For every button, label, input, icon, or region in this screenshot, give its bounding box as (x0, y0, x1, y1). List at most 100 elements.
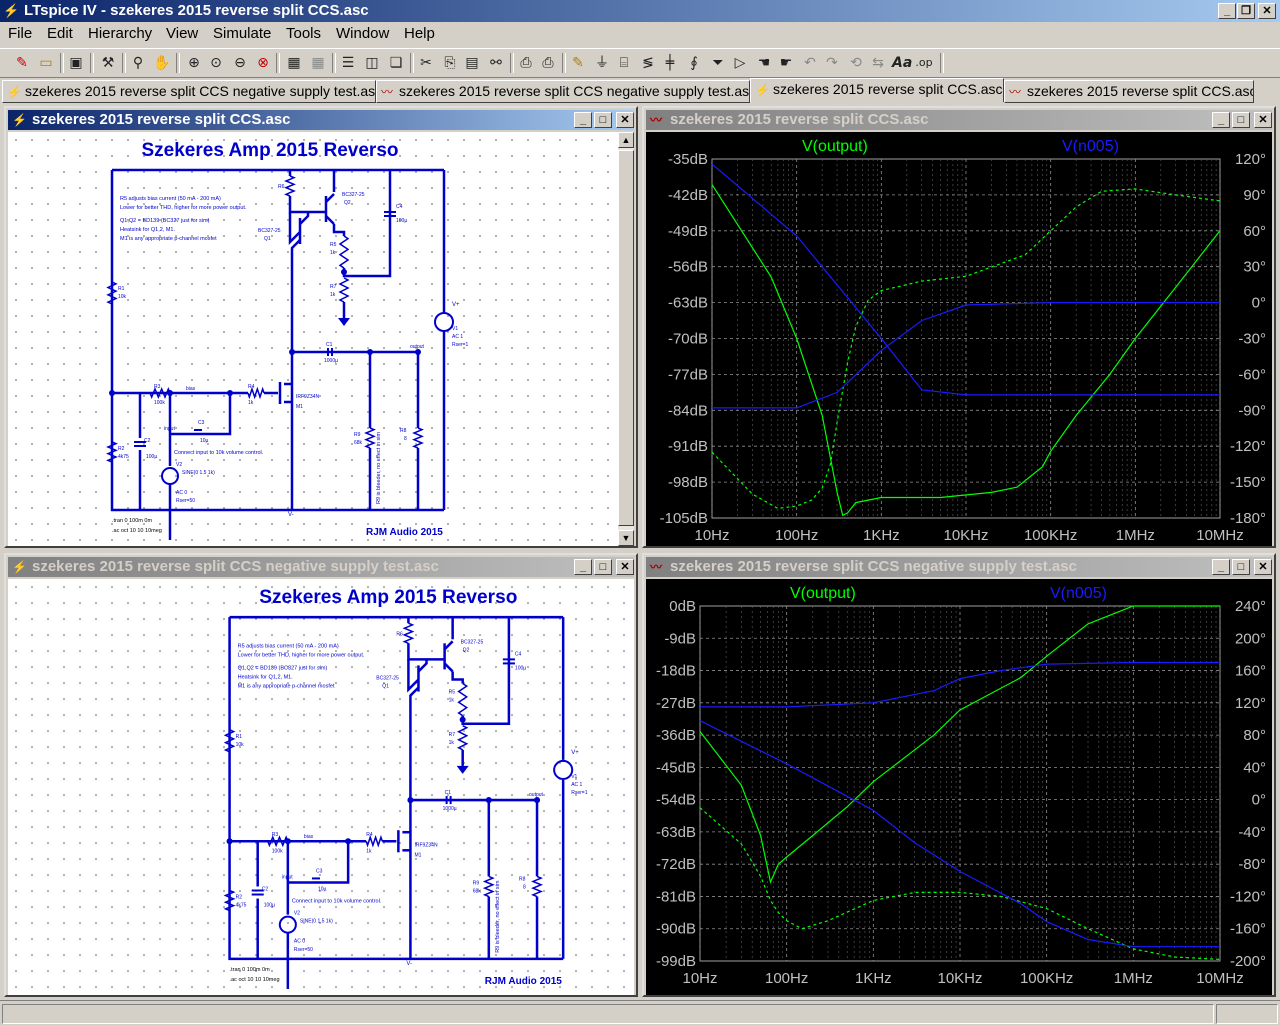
vertical-scrollbar[interactable]: ▲ ▼ (618, 132, 634, 546)
menu-file[interactable]: File (8, 25, 33, 42)
scroll-up-icon[interactable]: ▲ (618, 132, 634, 148)
scroll-down-icon[interactable]: ▼ (618, 530, 634, 546)
input-comment: Connect input to 10k volume control. (174, 450, 264, 456)
tab-neg-supply-waveform[interactable]: 〰szekeres 2015 reverse split CCS negativ… (376, 80, 750, 103)
net-label-bias: bias (186, 386, 196, 392)
label-v2-rser: Rser=50 (294, 947, 313, 953)
y-tick-label: -49dB (668, 223, 708, 240)
maximize-icon[interactable]: □ (594, 112, 612, 128)
label-v1-rser: Rser=1 (571, 790, 588, 796)
close-icon[interactable]: ✕ (1254, 559, 1272, 575)
label-q2-model: BC327-25 (461, 639, 484, 645)
maximize-icon[interactable]: □ (1232, 112, 1250, 128)
resistor-r7 (456, 725, 469, 751)
menu-edit[interactable]: Edit (47, 25, 73, 42)
y-tick-label: -72dB (656, 856, 696, 873)
drag-icon[interactable]: ☛ (779, 55, 793, 71)
zoom-in-icon[interactable]: ⊕ (188, 55, 200, 71)
menu-help[interactable]: Help (404, 25, 435, 42)
inductor-icon[interactable]: ∮ (690, 55, 698, 71)
spice-directive-icon[interactable]: .op (915, 56, 933, 69)
menu-window[interactable]: Window (336, 25, 390, 42)
y2-tick-label: 200° (1235, 630, 1266, 647)
paste-icon[interactable]: ▤ (465, 55, 479, 71)
minimize-icon[interactable]: _ (1212, 559, 1230, 575)
junction-dot (289, 349, 295, 355)
cut-icon[interactable]: ✂ (420, 55, 432, 71)
resistor-r4 (365, 834, 384, 848)
autorange-icon[interactable]: ▦ (287, 55, 301, 71)
zoom-out-icon[interactable]: ⊖ (234, 55, 246, 71)
text-icon[interactable]: Aa (892, 55, 913, 71)
component-icon[interactable]: ▷ (734, 55, 746, 71)
diode-icon[interactable]: ⏷ (712, 55, 724, 71)
minimize-icon[interactable]: _ (574, 559, 592, 575)
scroll-thumb[interactable] (618, 150, 634, 526)
move-icon[interactable]: ☚ (757, 55, 771, 71)
open-icon[interactable]: ▭ (39, 55, 53, 71)
y-tick-label: -70dB (668, 331, 708, 348)
tab-ccs-waveform[interactable]: 〰szekeres 2015 reverse split CCS.asc (1004, 80, 1254, 103)
capacitor-icon[interactable]: ╪ (665, 55, 675, 71)
y-tick-label: -77dB (668, 366, 708, 383)
schematic-note: Q1,Q2 = BD139 (BC327 just for sim) (238, 665, 328, 671)
close-icon[interactable]: ✕ (1254, 112, 1272, 128)
window-titlebar: 〰 szekeres 2015 reverse split CCS negati… (646, 557, 1272, 577)
trace-label-output: V(output) (790, 585, 856, 602)
tile-horizontal-icon[interactable]: ☰ (341, 55, 355, 71)
label-r9: R9 (473, 880, 480, 886)
maximize-icon[interactable]: □ (1232, 559, 1250, 575)
undo-icon[interactable]: ↶ (804, 55, 816, 71)
menu-view[interactable]: View (166, 25, 199, 42)
x-tick-label: 10Hz (682, 970, 717, 987)
minimize-icon[interactable]: _ (1218, 3, 1236, 19)
print-icon[interactable]: ⎙ (542, 55, 554, 71)
mirror-icon[interactable]: ⇆ (872, 55, 884, 71)
maximize-icon[interactable]: □ (594, 559, 612, 575)
rotate-icon[interactable]: ⟲ (850, 55, 862, 71)
y2-tick-label: 240° (1235, 598, 1266, 615)
tile-vertical-icon[interactable]: ◫ (365, 55, 379, 71)
y-tick-label: -35dB (668, 151, 708, 168)
close-icon[interactable]: ✕ (616, 559, 634, 575)
copy-icon[interactable]: ⎘ (444, 55, 456, 71)
halt-icon[interactable]: ✋ (153, 55, 171, 71)
junction-dot (407, 797, 414, 804)
close-icon[interactable]: ✕ (1258, 3, 1276, 19)
menu-simulate[interactable]: Simulate (213, 25, 272, 42)
menu-bar: File Edit Hierarchy View Simulate Tools … (0, 23, 1280, 45)
minimize-icon[interactable]: _ (1212, 112, 1230, 128)
resistor-icon[interactable]: ≶ (642, 55, 654, 71)
tab-neg-supply-schematic[interactable]: ⚡szekeres 2015 reverse split CCS negativ… (2, 80, 376, 103)
control-panel-icon[interactable]: ⚒ (101, 55, 115, 71)
find-icon[interactable]: ⚯ (490, 55, 502, 71)
erase-icon[interactable]: ▦ (311, 55, 325, 71)
voltage-source-v2 (161, 467, 179, 485)
save-icon[interactable]: ▣ (69, 55, 83, 71)
run-icon[interactable]: ⚲ (132, 55, 144, 71)
menu-hierarchy[interactable]: Hierarchy (88, 25, 153, 42)
redo-icon[interactable]: ↷ (826, 55, 838, 71)
close-icon[interactable]: ✕ (616, 112, 634, 128)
trace-label-n005: V(n005) (1062, 138, 1119, 155)
tab-ccs-schematic[interactable]: ⚡szekeres 2015 reverse split CCS.asc (750, 78, 1004, 102)
cancel-zoom-icon[interactable]: ⊗ (257, 55, 269, 71)
zoom-fit-icon[interactable]: ⊙ (210, 55, 222, 71)
new-schematic-icon[interactable]: ✎ (16, 55, 28, 71)
ground-icon[interactable]: ⏚ (595, 55, 609, 71)
menu-tools[interactable]: Tools (286, 25, 322, 42)
restore-icon[interactable]: ❐ (1237, 3, 1255, 19)
print-setup-icon[interactable]: ⎙ (520, 55, 532, 71)
cascade-icon[interactable]: ❏ (389, 55, 403, 71)
minimize-icon[interactable]: _ (574, 112, 592, 128)
window-titlebar: ⚡ szekeres 2015 reverse split CCS.asc _ … (8, 110, 634, 130)
wire-icon[interactable]: ✎ (572, 55, 584, 71)
schematic-heading: Szekeres Amp 2015 Reverso (141, 140, 398, 161)
label-net-icon[interactable]: ⌸ (619, 55, 629, 71)
label-c2-value: 100µ (264, 903, 275, 909)
